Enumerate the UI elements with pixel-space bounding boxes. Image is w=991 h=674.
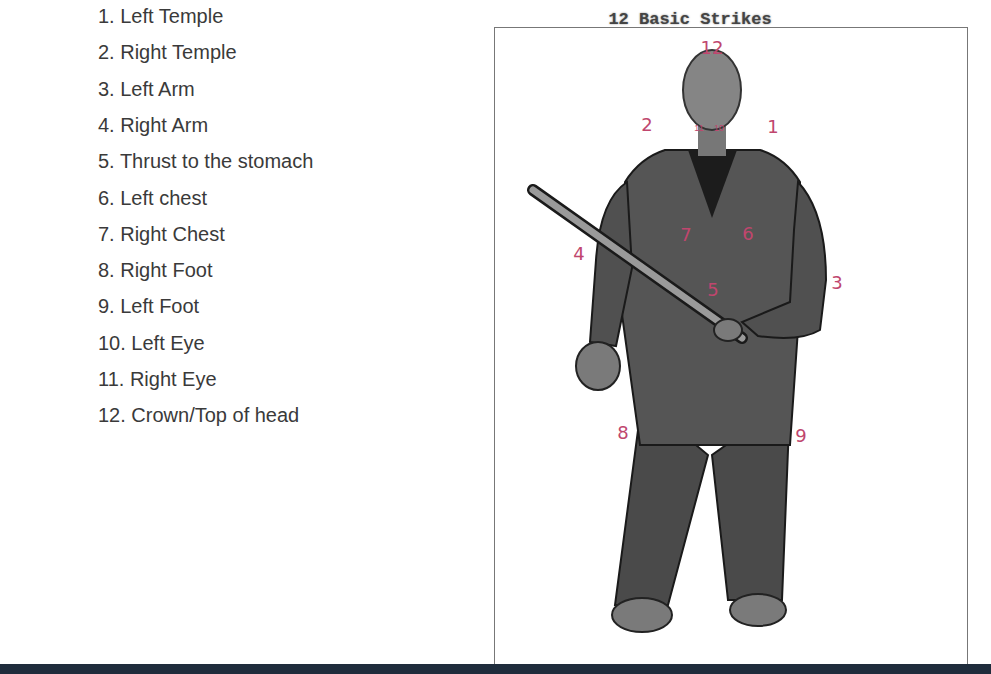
- callout-number: 7: [680, 226, 691, 244]
- hand: [714, 319, 742, 341]
- list-item: 11. Right Eye: [98, 369, 217, 389]
- list-item: 5. Thrust to the stomach: [98, 151, 313, 171]
- list-item: 6. Left chest: [98, 188, 207, 208]
- collar: [688, 150, 737, 218]
- right-arm: [590, 182, 632, 346]
- list-item: 4. Right Arm: [98, 115, 208, 135]
- callout-number: 2: [641, 116, 652, 134]
- list-item: 1. Left Temple: [98, 6, 223, 26]
- list-item: 8. Right Foot: [98, 260, 213, 280]
- bottom-band: [0, 664, 991, 674]
- diagram-title: 12 Basic Strikes: [608, 11, 771, 28]
- list-item: 12. Crown/Top of head: [98, 405, 299, 425]
- callout-number: 10: [714, 124, 724, 133]
- list-item: 7. Right Chest: [98, 224, 225, 244]
- torso: [620, 150, 800, 445]
- list-item: 3. Left Arm: [98, 79, 195, 99]
- callout-number: 11: [694, 124, 703, 133]
- callout-number: 9: [795, 427, 806, 445]
- stick: [533, 190, 742, 338]
- stick-outline: [533, 190, 742, 338]
- left-foot: [612, 598, 672, 632]
- callout-number: 5: [707, 281, 718, 299]
- callout-number: 4: [573, 245, 584, 263]
- frame: [495, 28, 968, 674]
- callout-number: 8: [617, 424, 628, 442]
- left-arm: [742, 182, 826, 338]
- list-item: 10. Left Eye: [98, 333, 205, 353]
- right-foot: [730, 594, 786, 626]
- callout-number: 6: [742, 225, 753, 243]
- list-item: 2. Right Temple: [98, 42, 237, 62]
- callout-number: 12: [701, 39, 724, 57]
- callout-number: 1: [767, 118, 778, 136]
- callout-number: 3: [831, 274, 842, 292]
- head: [683, 50, 741, 130]
- hand: [576, 342, 620, 390]
- list-item: 9. Left Foot: [98, 296, 199, 316]
